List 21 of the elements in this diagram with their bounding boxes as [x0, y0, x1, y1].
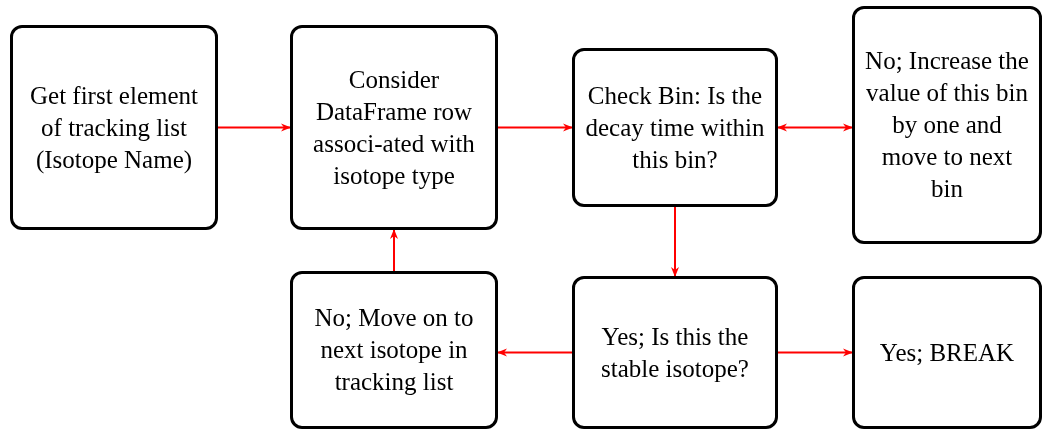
box-text: Check Bin: Is the decay time within this bin?: [584, 80, 766, 175]
box-text: Get first element of tracking list (Isotope Name): [29, 80, 199, 176]
arrow: [777, 348, 853, 357]
process-box: [852, 276, 1042, 429]
box-text: No; Increase the value of this bin by one and move to next bin: [864, 46, 1030, 204]
arrow: [777, 123, 853, 132]
arrow: [497, 123, 573, 132]
process-box: [572, 48, 778, 207]
arrow: [497, 348, 573, 357]
arrow: [217, 123, 291, 132]
process-box: [852, 6, 1042, 244]
arrow: [390, 229, 398, 272]
process-box: [572, 276, 778, 429]
box-text: No; Move on to next isotope in tracking list: [313, 303, 475, 397]
box-text: Consider DataFrame row associ-ated with isotope type: [312, 64, 476, 191]
process-box: [290, 25, 498, 230]
box-text: Yes; BREAK: [879, 337, 1015, 368]
process-box: [290, 271, 498, 429]
process-box: [10, 25, 218, 230]
arrow: [671, 206, 679, 277]
box-text: Yes; Is this the stable isotope?: [600, 321, 750, 384]
